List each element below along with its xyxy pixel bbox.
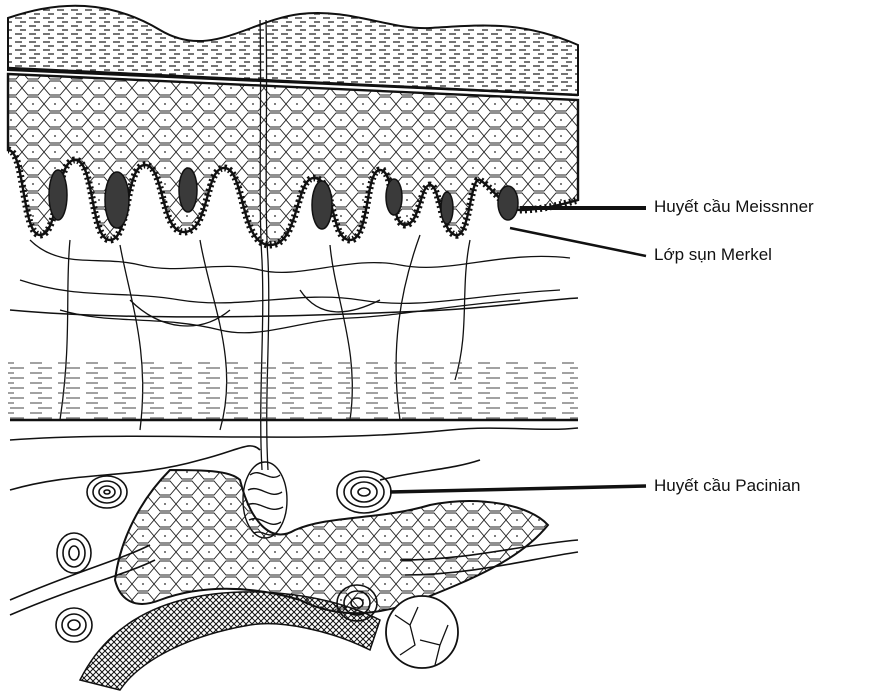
blood-vessel: [386, 596, 458, 668]
muscle-band: [80, 592, 380, 690]
pacinian-leader: [390, 486, 646, 492]
label-pacinian-corpuscle: Huyết cầu Pacinian: [654, 476, 800, 496]
leader-lines: [390, 208, 646, 492]
label-merkel-layer: Lớp sụn Merkel: [654, 245, 772, 265]
merkel-leader: [510, 228, 646, 256]
label-meissner-corpuscle: Huyết cầu Meissnner: [654, 197, 814, 217]
reticular-dermis: [8, 360, 578, 420]
